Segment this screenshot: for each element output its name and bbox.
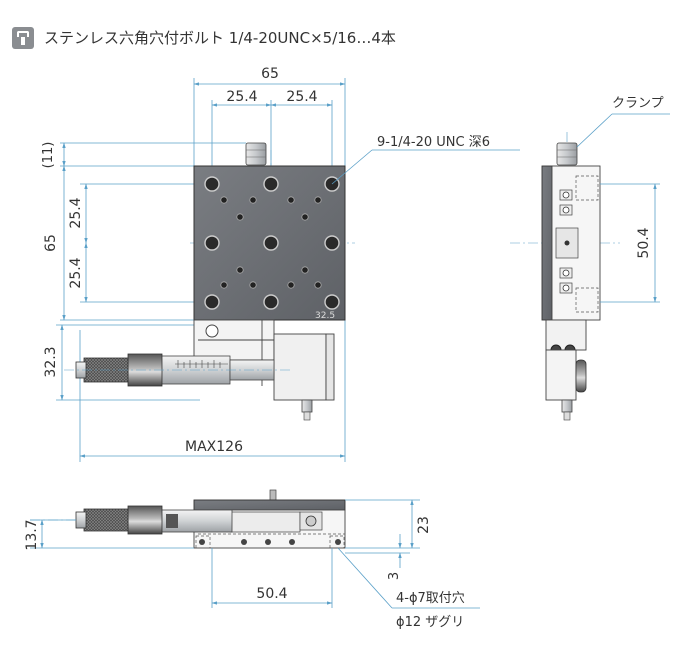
top-view: 65 25.4 25.4 (11) 65 25.4 25.4 32.3 MAX1…	[41, 66, 520, 462]
dim-micrometer-height: 32.3	[43, 346, 59, 377]
stage-mark: 32.5	[315, 311, 335, 321]
dim-front-left: 13.7	[24, 519, 40, 550]
label-counterbore: ϕ12 ザグリ	[396, 615, 464, 630]
dim-pitch-left: 25.4	[226, 89, 257, 105]
dim-front-base: 3	[387, 572, 402, 580]
header-title: ステンレス六角穴付ボルト 1/4-20UNC×5/16…4本	[44, 29, 396, 47]
dim-width: 65	[261, 66, 279, 82]
dim-height: 65	[43, 234, 59, 252]
dim-top-offset: (11)	[41, 142, 56, 169]
micrometer-scale	[175, 360, 228, 368]
label-clamp: クランプ	[612, 96, 664, 111]
label-mount-holes: 4-ϕ7取付穴	[396, 591, 465, 606]
dim-side-pitch: 50.4	[636, 227, 652, 258]
side-view: クランプ 50.4	[510, 96, 670, 421]
dim-vpitch-upper: 25.4	[68, 197, 84, 228]
dim-max-length: MAX126	[185, 439, 243, 455]
front-view: 13.7 23 3 50.4 4-ϕ7取付穴 ϕ12 ザグリ	[24, 489, 480, 630]
clamp-bolt	[556, 142, 578, 166]
dim-vpitch-lower: 25.4	[68, 257, 84, 288]
mounting-screws	[220, 196, 322, 289]
dim-front-right: 23	[416, 516, 432, 534]
dim-pitch-right: 25.4	[286, 89, 317, 105]
bolt-icon	[12, 27, 34, 49]
dim-front-pitch: 50.4	[256, 586, 287, 602]
label-holes: 9-1/4-20 UNC 深6	[377, 135, 490, 150]
